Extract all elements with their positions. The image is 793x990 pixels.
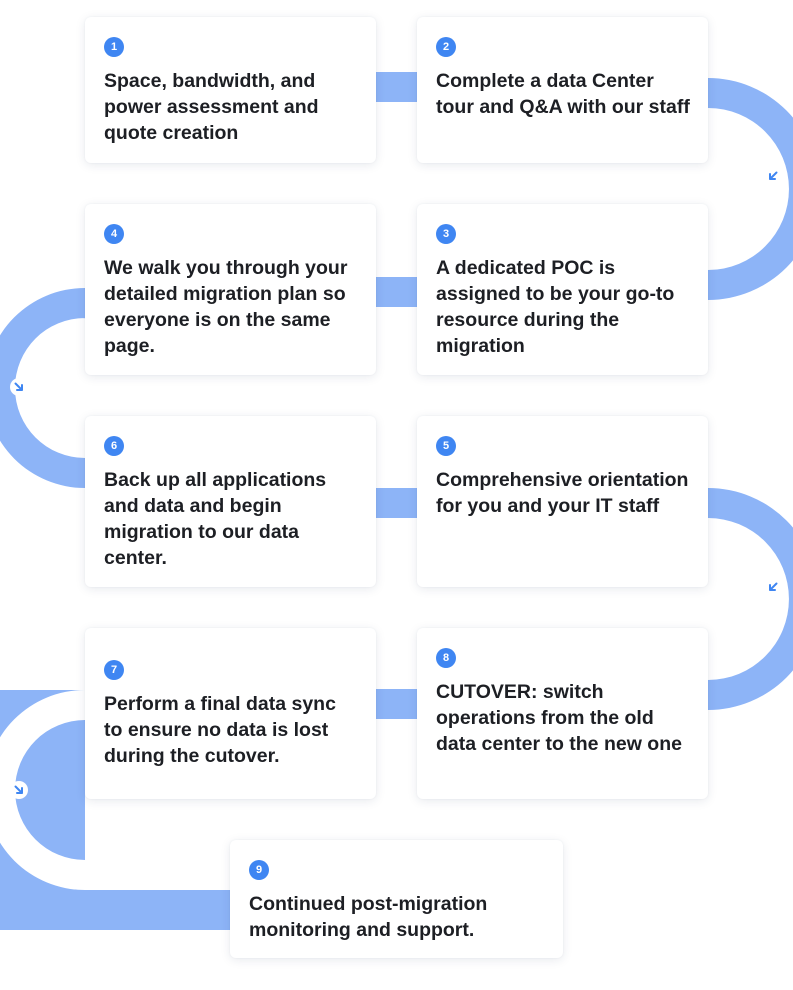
step-text: Continued post-migration monitoring and … xyxy=(249,893,488,941)
connector-bridge-1-2 xyxy=(376,72,417,102)
step-card-4: 4 We walk you through your detailed migr… xyxy=(85,204,376,375)
step-number-badge: 8 xyxy=(436,648,456,668)
step-number-badge: 6 xyxy=(104,436,124,456)
step-number-badge: 4 xyxy=(104,224,124,244)
connector-loop-2-3 xyxy=(708,78,793,300)
step-text: Space, bandwidth, and power assessment a… xyxy=(104,70,319,144)
down-arrow-circle-icon xyxy=(10,378,28,396)
step-card-1: 1 Space, bandwidth, and power assessment… xyxy=(85,17,376,163)
step-number-badge: 3 xyxy=(436,224,456,244)
step-text: A dedicated POC is assigned to be your g… xyxy=(436,257,675,357)
down-arrow-circle-icon xyxy=(764,167,782,185)
connector-bridge-7-8 xyxy=(376,689,417,719)
connector-bridge-3-4 xyxy=(376,277,417,307)
step-number-badge: 1 xyxy=(104,37,124,57)
connector-loop-5-8 xyxy=(708,488,793,710)
step-card-8: 8 CUTOVER: switch operations from the ol… xyxy=(417,628,708,799)
step-number-badge: 2 xyxy=(436,37,456,57)
down-arrow-circle-icon xyxy=(10,781,28,799)
step-text: Comprehensive orientation for you and yo… xyxy=(436,469,689,517)
step-text: Complete a data Center tour and Q&A with… xyxy=(436,70,690,118)
step-number-badge: 5 xyxy=(436,436,456,456)
step-text: CUTOVER: switch operations from the old … xyxy=(436,681,682,755)
connector-loop-4-6 xyxy=(0,288,85,488)
step-number-badge: 9 xyxy=(249,860,269,880)
down-arrow-circle-icon xyxy=(764,578,782,596)
step-card-6: 6 Back up all applications and data and … xyxy=(85,416,376,587)
connector-bridge-5-6 xyxy=(376,488,417,518)
step-card-5: 5 Comprehensive orientation for you and … xyxy=(417,416,708,587)
step-text: Back up all applications and data and be… xyxy=(104,469,327,569)
step-card-7: 7 Perform a final data sync to ensure no… xyxy=(85,628,376,799)
step-card-9: 9 Continued post-migration monitoring an… xyxy=(230,840,563,958)
step-text: Perform a final data sync to ensure no d… xyxy=(104,693,336,767)
step-number-badge: 7 xyxy=(104,660,124,680)
step-card-2: 2 Complete a data Center tour and Q&A wi… xyxy=(417,17,708,163)
step-card-3: 3 A dedicated POC is assigned to be your… xyxy=(417,204,708,375)
step-text: We walk you through your detailed migrat… xyxy=(104,257,348,357)
